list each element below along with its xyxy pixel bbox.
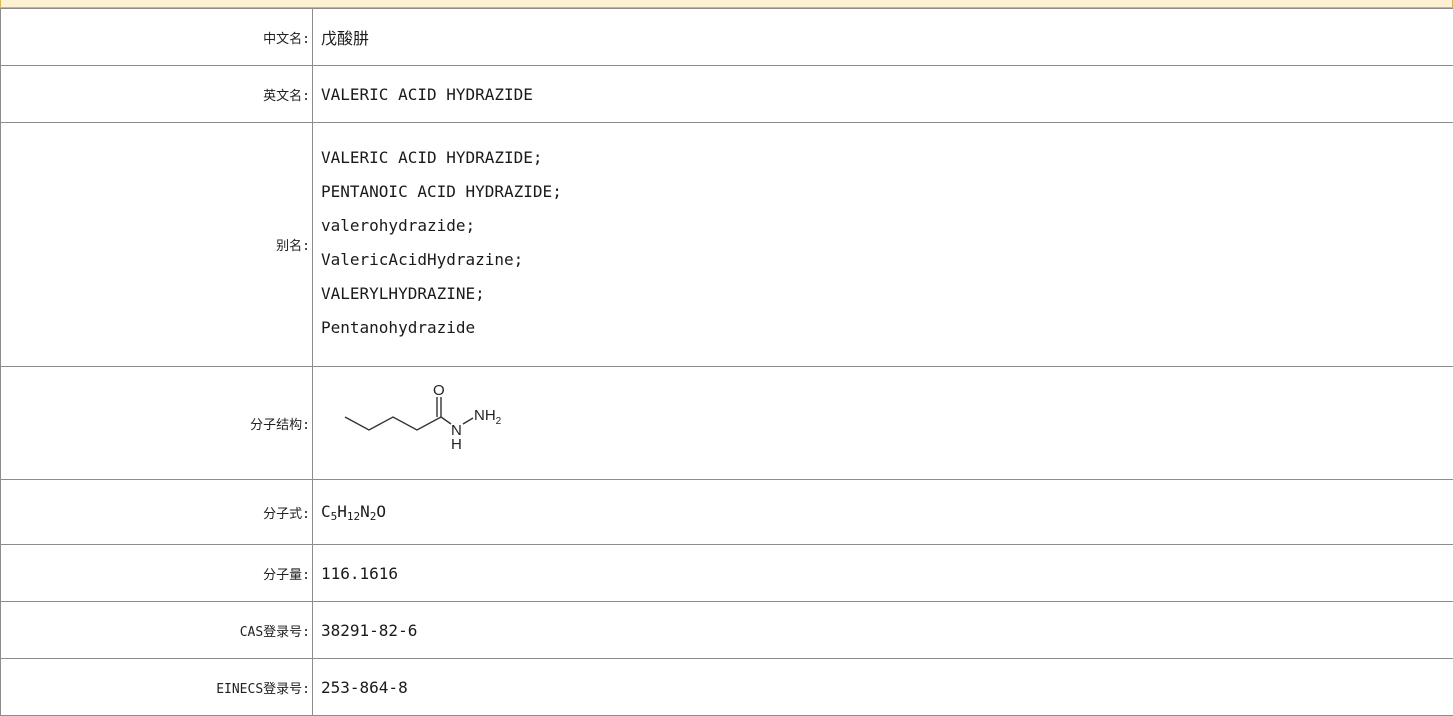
einecs-label: EINECS登录号: [1,659,313,716]
english-name-value: VALERIC ACID HYDRAZIDE [313,66,1453,123]
alias-item: ValericAcidHydrazine; [321,243,1453,277]
hydrogen-atom: H [451,436,462,453]
einecs-value: 253-864-8 [313,659,1453,716]
structure-label: 分子结构: [1,367,313,480]
row-structure: 分子结构: O N H NH2 [1,367,1453,480]
row-einecs: EINECS登录号: 253-864-8 [1,659,1453,716]
alias-item: valerohydrazide; [321,209,1453,243]
row-molecular-weight: 分子量: 116.1616 [1,545,1453,602]
row-formula: 分子式: C5H12N2O [1,480,1453,545]
molecular-structure-image: O N H NH2 [325,383,545,463]
alias-item: Pentanohydrazide [321,311,1453,345]
formula-value: C5H12N2O [313,480,1453,545]
aliases-value: VALERIC ACID HYDRAZIDE; PENTANOIC ACID H… [313,123,1453,367]
cas-label: CAS登录号: [1,602,313,659]
chinese-name-value: 戊酸肼 [313,9,1453,66]
molecular-weight-label: 分子量: [1,545,313,602]
alias-list: VALERIC ACID HYDRAZIDE; PENTANOIC ACID H… [321,136,1453,354]
header-strip [0,0,1453,8]
molecular-weight-value: 116.1616 [313,545,1453,602]
structure-value: O N H NH2 [313,367,1453,480]
cas-value: 38291-82-6 [313,602,1453,659]
alias-item: PENTANOIC ACID HYDRAZIDE; [321,175,1453,209]
compound-info-table: 中文名: 戊酸肼 英文名: VALERIC ACID HYDRAZIDE 别名:… [0,8,1453,716]
alias-item: VALERYLHYDRAZINE; [321,277,1453,311]
row-english-name: 英文名: VALERIC ACID HYDRAZIDE [1,66,1453,123]
formula-label: 分子式: [1,480,313,545]
aliases-label: 别名: [1,123,313,367]
oxygen-atom: O [433,383,445,399]
row-cas: CAS登录号: 38291-82-6 [1,602,1453,659]
alias-item: VALERIC ACID HYDRAZIDE; [321,141,1453,175]
english-name-label: 英文名: [1,66,313,123]
chinese-name-label: 中文名: [1,9,313,66]
row-chinese-name: 中文名: 戊酸肼 [1,9,1453,66]
amine-group: NH2 [474,407,502,427]
row-aliases: 别名: VALERIC ACID HYDRAZIDE; PENTANOIC AC… [1,123,1453,367]
